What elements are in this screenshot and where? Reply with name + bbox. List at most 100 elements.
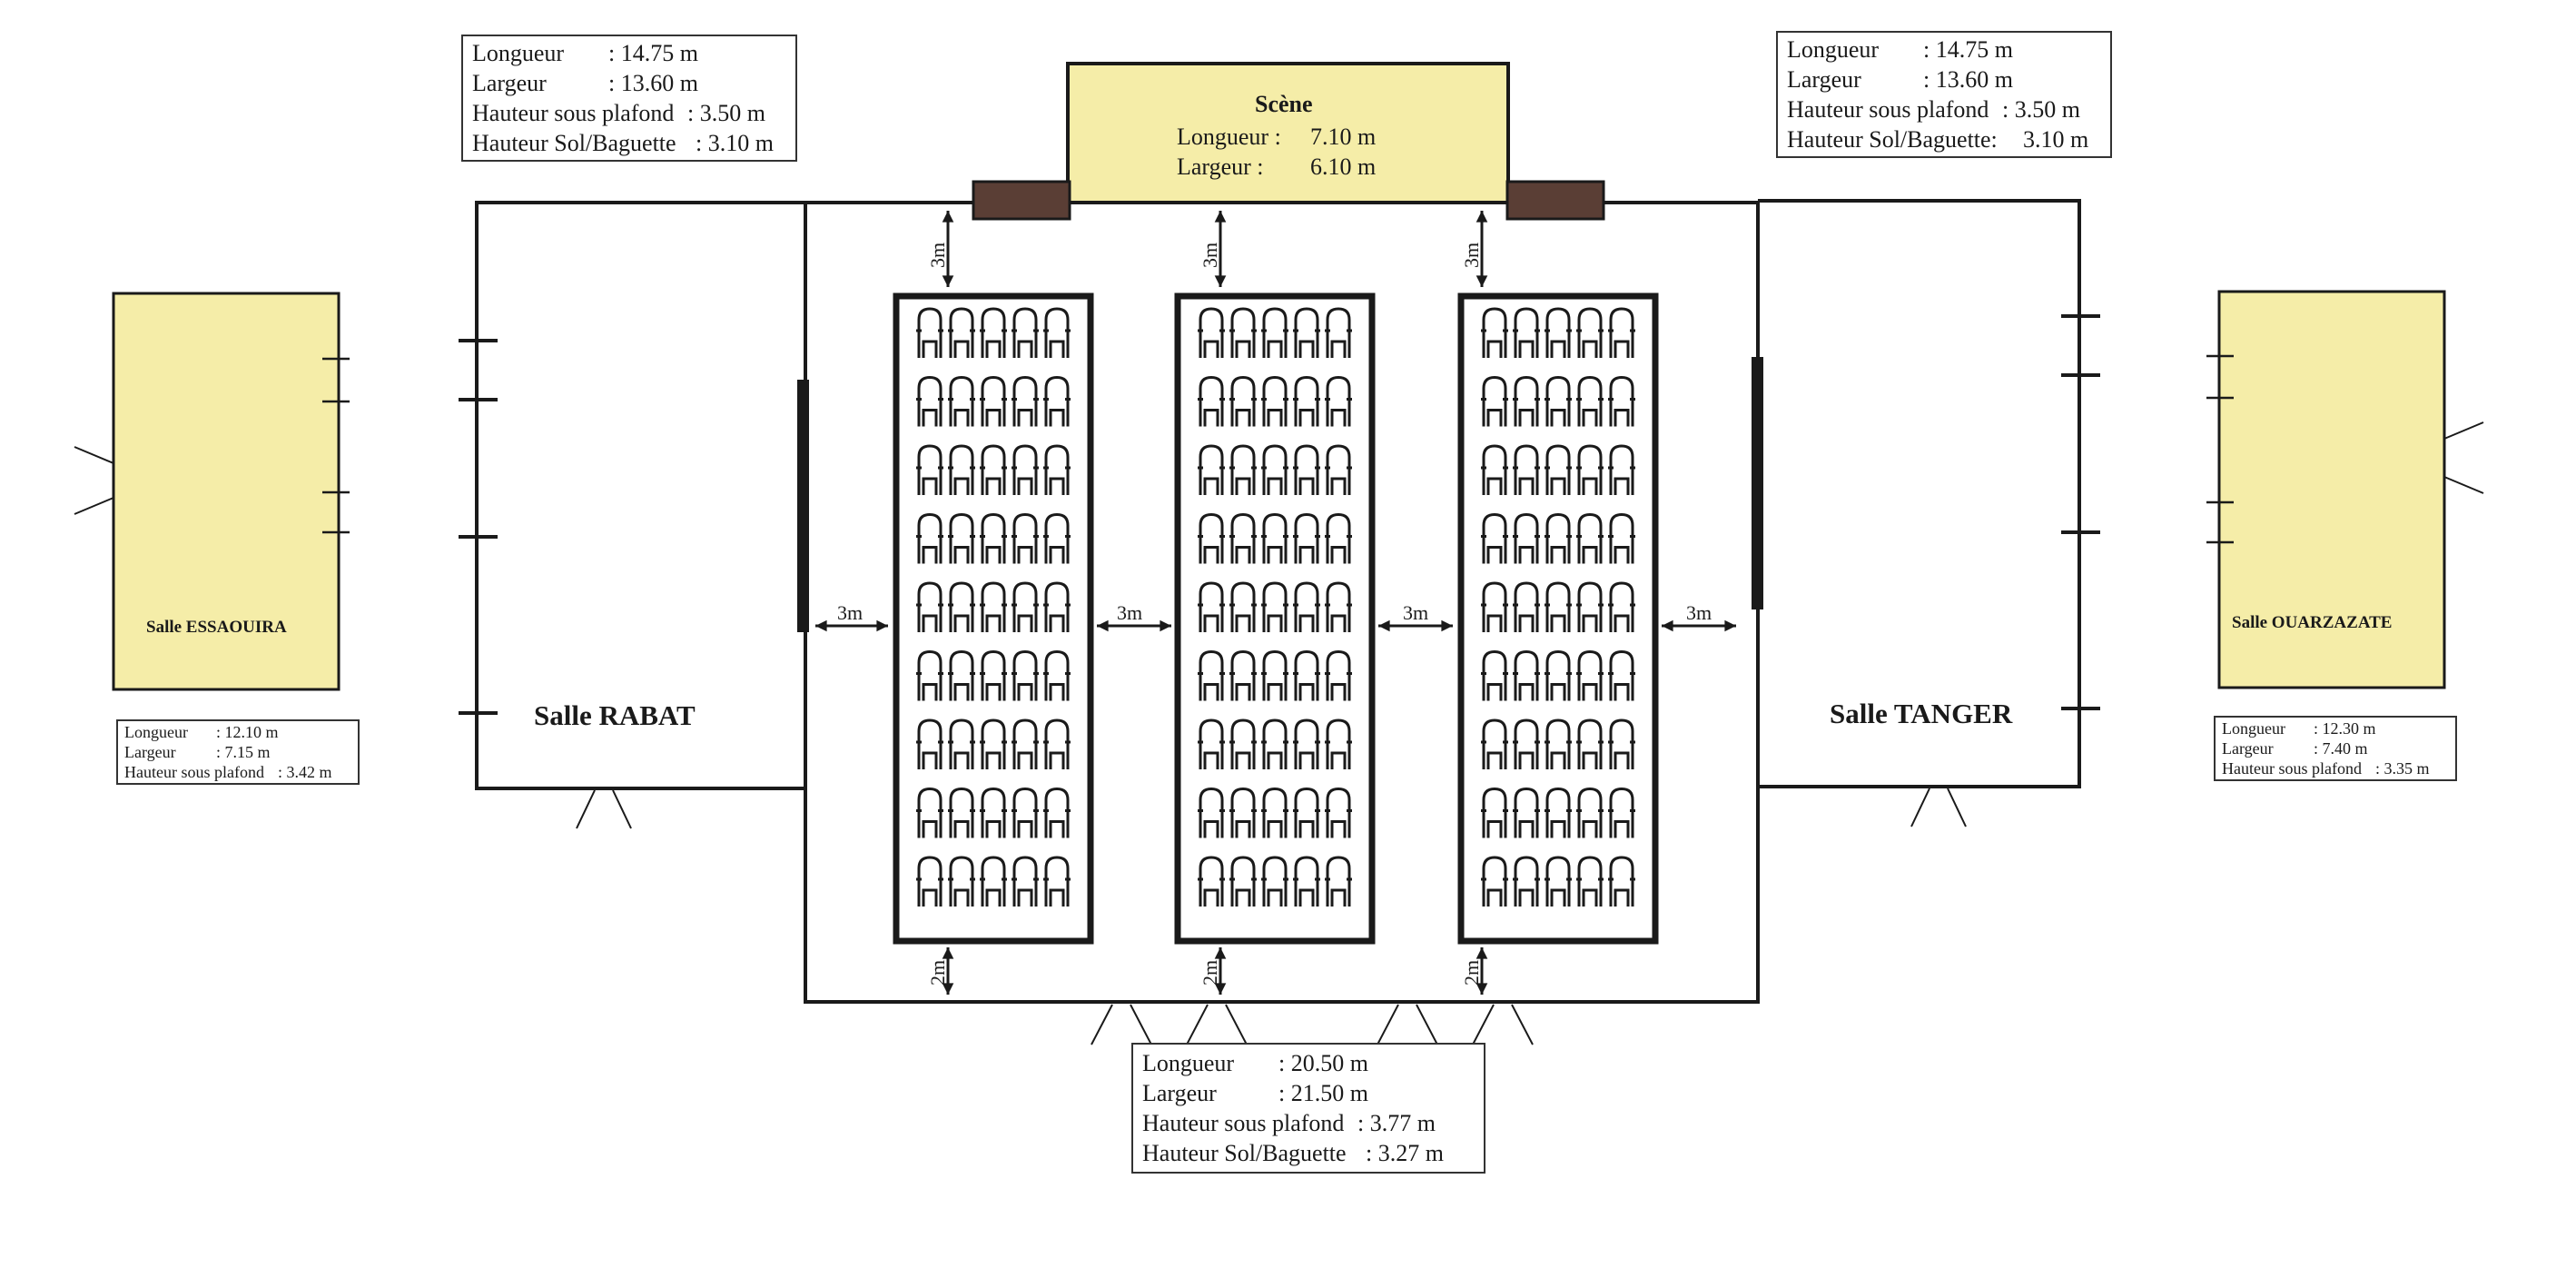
chair: [1012, 718, 1039, 769]
chair: [1198, 649, 1225, 701]
chair: [916, 375, 943, 427]
chair: [916, 307, 943, 358]
chair: [916, 581, 943, 632]
chair: [1293, 649, 1320, 701]
chair: [916, 512, 943, 564]
chair: [1325, 718, 1352, 769]
chair: [1325, 512, 1352, 564]
chair: [1608, 444, 1635, 495]
clearance-bottom-label-3: 2m: [1460, 960, 1483, 986]
chair: [980, 512, 1007, 564]
arrow-head: [1662, 619, 1673, 632]
chair: [1043, 512, 1071, 564]
chair: [1012, 307, 1039, 358]
dim-value: : 7.15 m: [216, 743, 271, 761]
chair: [1545, 649, 1572, 701]
dim-label: Longueur: [1142, 1050, 1235, 1076]
chair: [1608, 307, 1635, 358]
dim-label: Longueur: [472, 40, 565, 66]
seating-block: [1457, 292, 1659, 945]
arrow-head: [942, 275, 954, 287]
arrow-head: [815, 619, 827, 632]
dim-value: : 3.77 m: [1357, 1110, 1436, 1136]
clearance-side-label-1: 3m: [837, 601, 863, 624]
arrow-head: [942, 211, 954, 223]
chair: [1293, 307, 1320, 358]
chair: [1198, 787, 1225, 838]
dim-value: : 21.50 m: [1278, 1080, 1368, 1106]
dim-value: : 20.50 m: [1278, 1050, 1368, 1076]
chair: [1261, 856, 1288, 907]
chair: [1293, 512, 1320, 564]
chair: [1229, 718, 1257, 769]
dim-label: Hauteur sous plafond: [124, 763, 264, 781]
chair: [1198, 512, 1225, 564]
chair: [1293, 375, 1320, 427]
chair: [948, 581, 975, 632]
clearance-top-label-2: 3m: [1199, 243, 1221, 268]
chair: [948, 307, 975, 358]
chair: [948, 512, 975, 564]
chair: [1513, 718, 1540, 769]
chair: [1545, 581, 1572, 632]
dim-value: : 3.27 m: [1366, 1140, 1444, 1166]
chair: [1608, 375, 1635, 427]
chair: [1261, 718, 1288, 769]
chair: [916, 856, 943, 907]
dim-label: Largeur: [2222, 739, 2274, 758]
stage-side-right: [1505, 180, 1605, 221]
dims-essaouira: Longueur : 12.10 m Largeur : 7.15 m Haut…: [116, 719, 360, 785]
arrow-head: [1476, 211, 1488, 223]
chair: [1576, 512, 1604, 564]
chair: [1481, 718, 1508, 769]
chair: [1576, 581, 1604, 632]
room-name-essaouira: Salle ESSAOUIRA: [146, 618, 287, 637]
chair: [1043, 856, 1071, 907]
chair: [1608, 581, 1635, 632]
seating-block: [1174, 292, 1376, 945]
chair: [1481, 649, 1508, 701]
chair: [1513, 444, 1540, 495]
essaouira-room: [112, 292, 341, 691]
dim-value: : 14.75 m: [1923, 36, 2013, 63]
dim-value: : 7.40 m: [2314, 739, 2368, 758]
chair: [948, 375, 975, 427]
rabat-partition: [797, 380, 809, 632]
chair: [948, 444, 975, 495]
stage-length-label: Longueur :: [1177, 124, 1281, 150]
chair: [1545, 307, 1572, 358]
clearance-bottom-label-1: 2m: [926, 960, 949, 986]
chair: [1229, 649, 1257, 701]
chair: [1576, 649, 1604, 701]
arrow-head: [1476, 947, 1488, 959]
chair: [1545, 787, 1572, 838]
chair: [1043, 375, 1071, 427]
chair: [1261, 375, 1288, 427]
chair: [1481, 375, 1508, 427]
chair: [980, 307, 1007, 358]
chair: [1325, 581, 1352, 632]
dim-label: Longueur: [2222, 719, 2285, 738]
chair: [948, 649, 975, 701]
chair: [1545, 718, 1572, 769]
chair: [980, 444, 1007, 495]
chair: [1325, 649, 1352, 701]
rabat-room-outline: [475, 201, 805, 790]
stage-width-label: Largeur :: [1177, 154, 1264, 180]
chair: [980, 787, 1007, 838]
arrow-head: [942, 947, 954, 959]
chair: [1608, 856, 1635, 907]
chair: [1012, 375, 1039, 427]
chair: [1261, 649, 1288, 701]
chair: [1229, 581, 1257, 632]
chair: [1513, 787, 1540, 838]
chair: [1576, 718, 1604, 769]
arrow-head: [1724, 619, 1736, 632]
chair: [1229, 375, 1257, 427]
chair: [1198, 444, 1225, 495]
chair: [1293, 856, 1320, 907]
arrow-head: [1214, 983, 1227, 995]
chair: [1293, 444, 1320, 495]
seating-block: [893, 292, 1094, 945]
room-name-rabat: Salle RABAT: [534, 699, 696, 731]
